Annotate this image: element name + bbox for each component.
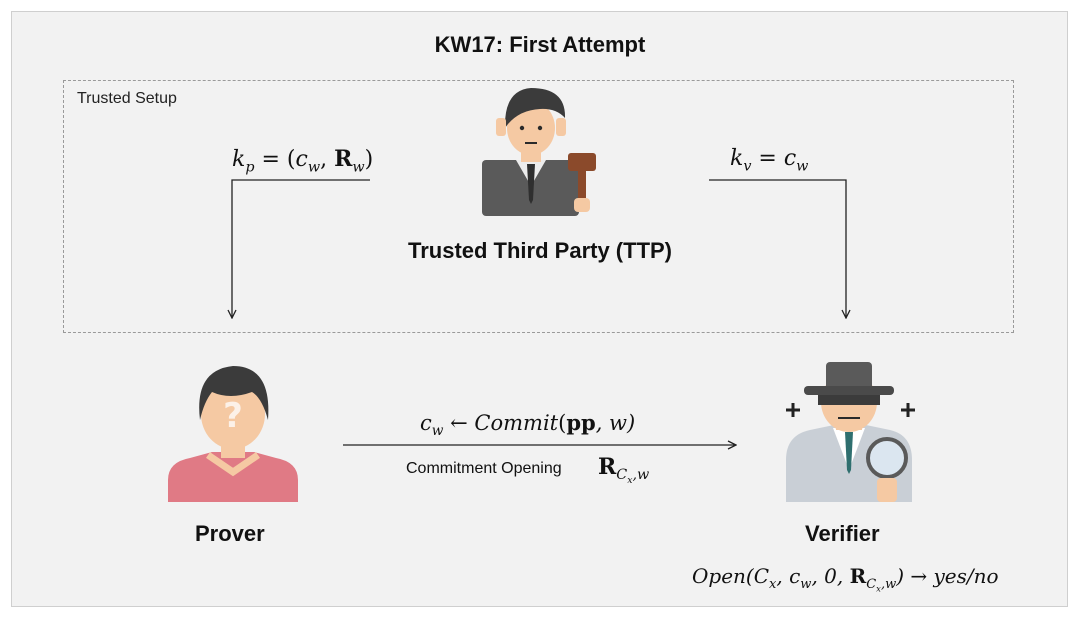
prover-key-arrow bbox=[232, 179, 370, 318]
verifier-label: Verifier bbox=[805, 521, 880, 546]
prover-icon: ? bbox=[168, 366, 298, 502]
trusted-setup-label: Trusted Setup bbox=[77, 90, 177, 107]
svg-text:?: ? bbox=[223, 396, 243, 436]
diagram-title: KW17: First Attempt bbox=[434, 32, 646, 57]
commitment-opening-symbol: RCx,w bbox=[598, 454, 650, 487]
commit-message: cw ← Commit(pp, w) bbox=[420, 410, 636, 440]
verifier-key-formula: kv = cw bbox=[730, 146, 809, 175]
ttp-label: Trusted Third Party (TTP) bbox=[407, 238, 673, 263]
judge-icon bbox=[482, 88, 596, 216]
trusted-setup-box bbox=[63, 80, 1014, 333]
open-verification-formula: Open(Cx, cw, 0, RCx,w) → yes/no bbox=[692, 564, 999, 594]
commitment-opening-text: Commitment Opening bbox=[406, 460, 562, 477]
prover-label: Prover bbox=[195, 521, 265, 546]
detective-icon bbox=[786, 362, 915, 502]
verifier-key-arrow bbox=[709, 179, 846, 318]
prover-key-formula: kp = (cw, Rw) bbox=[232, 146, 374, 176]
